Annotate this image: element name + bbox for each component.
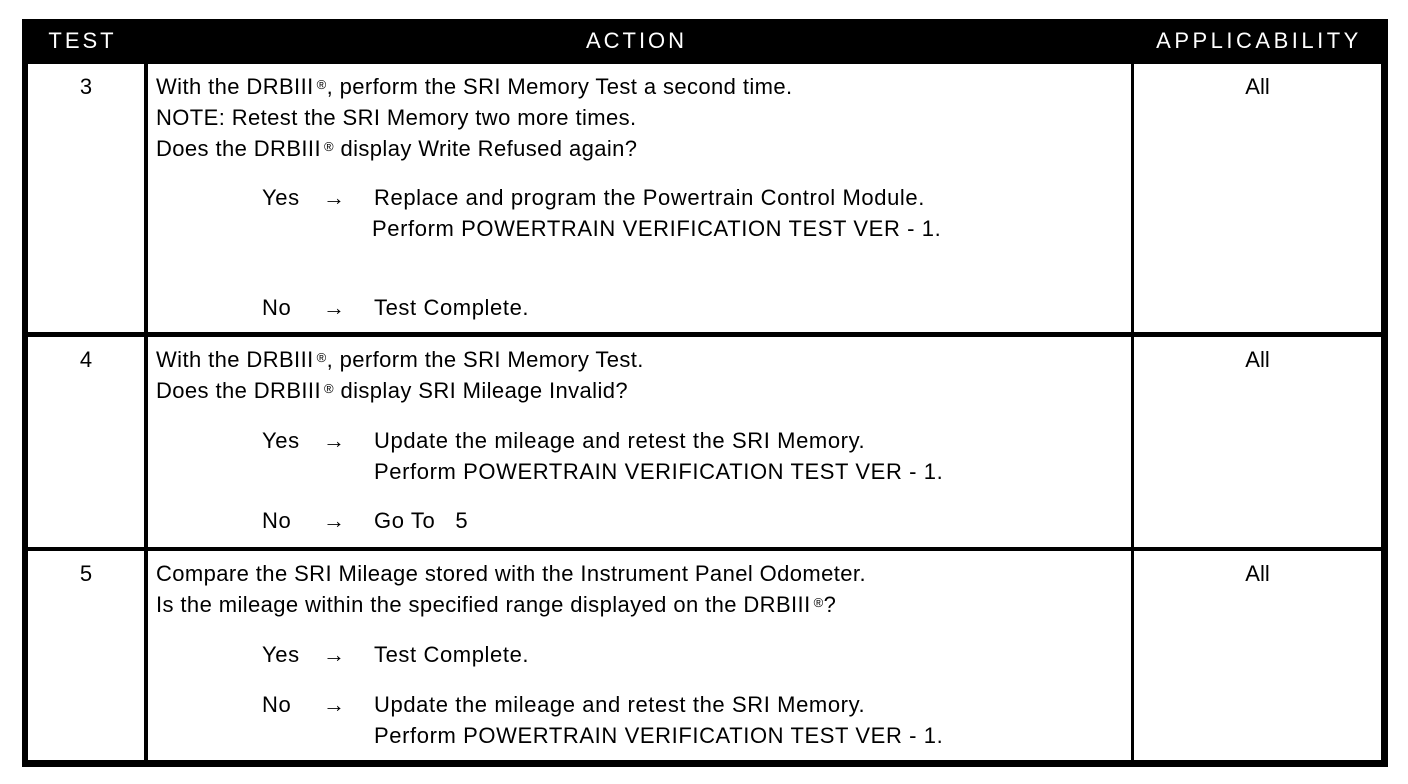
applicability-value: All — [1245, 74, 1270, 99]
yes-action: Update the mileage and retest the SRI Me… — [374, 428, 866, 453]
action-line: Does the DRBIII® display SRI Mileage Inv… — [156, 378, 629, 403]
arrow-right-icon: → — [323, 428, 346, 453]
row-4-applicability-cell: All — [1134, 337, 1381, 547]
row-3-applicability-cell: All — [1134, 64, 1381, 332]
no-action: Test Complete. — [374, 295, 530, 320]
applicability-value: All — [1245, 561, 1270, 586]
registered-mark: ® — [316, 350, 327, 365]
registered-mark: ® — [323, 139, 334, 154]
yes-action: Test Complete. — [374, 642, 530, 667]
row-5-applicability-cell: All — [1134, 551, 1381, 760]
yes-label: Yes — [262, 185, 300, 210]
row-3-test-cell: 3 — [28, 64, 144, 332]
test-number: 4 — [79, 347, 93, 372]
arrow-right-icon: → — [323, 508, 346, 533]
row-5-test-cell: 5 — [28, 551, 144, 760]
no-action: Perform POWERTRAIN VERIFICATION TEST VER… — [374, 723, 944, 748]
arrow-right-icon: → — [323, 185, 346, 210]
header-test: TEST — [48, 28, 117, 53]
registered-mark: ® — [813, 595, 824, 610]
header-action: ACTION — [585, 28, 688, 53]
yes-label: Yes — [262, 428, 300, 453]
row-4-action-cell: With the DRBIII®, perform the SRI Memory… — [148, 337, 1131, 547]
no-action: Go To 5 — [374, 508, 469, 533]
arrow-right-icon: → — [323, 692, 346, 717]
arrow-right-icon: → — [323, 295, 346, 320]
table-header: TEST ACTION APPLICABILITY — [22, 19, 1388, 61]
action-line: Does the DRBIII® display Write Refused a… — [156, 136, 638, 161]
yes-action: Perform POWERTRAIN VERIFICATION TEST VER… — [372, 216, 942, 241]
arrow-right-icon: → — [323, 642, 346, 667]
diagnostic-test-table: TEST ACTION APPLICABILITY 3 With the DRB… — [22, 19, 1388, 767]
header-applicability: APPLICABILITY — [1156, 28, 1362, 53]
no-action: Update the mileage and retest the SRI Me… — [374, 692, 866, 717]
yes-action: Perform POWERTRAIN VERIFICATION TEST VER… — [374, 459, 944, 484]
test-number: 5 — [79, 561, 93, 586]
action-line: With the DRBIII®, perform the SRI Memory… — [156, 74, 793, 99]
action-note: NOTE: Retest the SRI Memory two more tim… — [156, 105, 637, 130]
yes-label: Yes — [262, 642, 300, 667]
row-3-action-cell: With the DRBIII®, perform the SRI Memory… — [148, 64, 1131, 332]
row-5-action-cell: Compare the SRI Mileage stored with the … — [148, 551, 1131, 760]
registered-mark: ® — [316, 77, 327, 92]
yes-action: Replace and program the Powertrain Contr… — [374, 185, 925, 210]
no-label: No — [262, 508, 292, 533]
row-4-test-cell: 4 — [28, 337, 144, 547]
applicability-value: All — [1245, 347, 1270, 372]
action-line: Compare the SRI Mileage stored with the … — [156, 561, 866, 586]
registered-mark: ® — [323, 381, 334, 396]
action-line: With the DRBIII®, perform the SRI Memory… — [156, 347, 644, 372]
no-label: No — [262, 692, 292, 717]
no-label: No — [262, 295, 292, 320]
action-line: Is the mileage within the specified rang… — [156, 592, 837, 617]
test-number: 3 — [79, 74, 93, 99]
